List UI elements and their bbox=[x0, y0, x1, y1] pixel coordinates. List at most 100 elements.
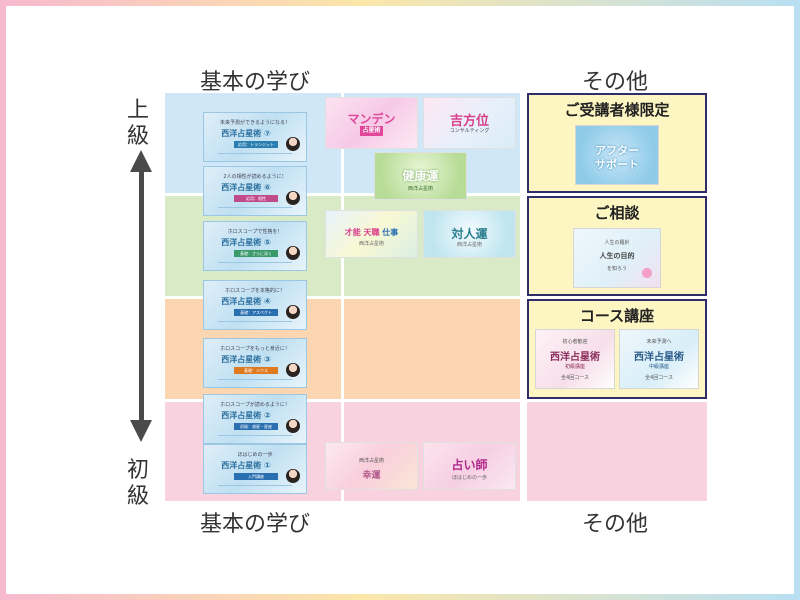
consult-box: ご相談 人生の羅針 人生の目的 を知ろう bbox=[527, 196, 707, 296]
instructor-avatar bbox=[286, 363, 300, 377]
thumb-koun[interactable]: 西洋占星術 幸運 bbox=[325, 442, 418, 490]
lesson-card-badge: 初級：惑星・星座 bbox=[234, 423, 278, 430]
lesson-card-title: 西洋占星術 ④ bbox=[221, 297, 271, 306]
lesson-card-badge: 基礎：さらに深く bbox=[234, 250, 278, 257]
thumb-sainou-word-1: 才能 bbox=[344, 228, 361, 237]
band-beginner-right bbox=[527, 402, 707, 501]
divider bbox=[218, 153, 292, 154]
thumb-kenko-sub: 西洋占星術 bbox=[407, 186, 433, 192]
divider bbox=[218, 321, 292, 322]
course-beginner-foot: 全4回コース bbox=[561, 375, 589, 381]
lesson-card-subtitle: ホロスコープをもっと身近に！ bbox=[220, 346, 290, 352]
after-support-line-2: サポート bbox=[595, 158, 639, 171]
instructor-avatar bbox=[286, 305, 300, 319]
lesson-card-subtitle: ホロスコープが読めるように！ bbox=[220, 402, 290, 408]
lesson-card-title: 西洋占星術 ⑥ bbox=[221, 183, 271, 192]
thumb-kenko[interactable]: 健康運 西洋占星術 bbox=[374, 152, 467, 200]
thumb-mundane-badge: 占星術 bbox=[360, 126, 383, 136]
thumb-uranaishi-title: 占い師 bbox=[451, 458, 488, 472]
consult-thumb[interactable]: 人生の羅針 人生の目的 を知ろう bbox=[573, 228, 661, 288]
limited-box: ご受講者様限定 アフター サポート bbox=[527, 93, 707, 193]
thumb-sainou[interactable]: 才能 天職 仕事 西洋占星術 bbox=[325, 210, 418, 258]
header-basic-top: 基本の学び bbox=[199, 70, 310, 95]
divider bbox=[218, 379, 292, 380]
coral-icon bbox=[640, 263, 654, 283]
lesson-card-subtitle: 2人の相性が読めるように！ bbox=[223, 174, 287, 180]
course-intermediate-main: 西洋占星術 bbox=[634, 352, 684, 363]
axis-bottom-char-1: 初 bbox=[127, 458, 150, 483]
lesson-card-subtitle: ホロスコープを本格的に！ bbox=[225, 288, 285, 294]
course-title: コース講座 bbox=[579, 307, 655, 325]
axis-top-char-2: 級 bbox=[127, 124, 150, 149]
course-beginner-sub: 初心者歓迎 bbox=[562, 339, 588, 345]
lesson-card-badge: 入門講座 bbox=[234, 473, 278, 480]
course-intermediate-detail: 中級講座 bbox=[648, 364, 669, 370]
thumb-taijin-sub: 西洋占星術 bbox=[456, 242, 482, 248]
thumb-mundane[interactable]: マンデン 占星術 bbox=[325, 97, 418, 149]
thumb-mundane-title: マンデン bbox=[347, 112, 396, 126]
lesson-card-badge: 応用：相性 bbox=[234, 195, 278, 202]
course-beginner-thumb[interactable]: 初心者歓迎 西洋占星術 初級講座 全4回コース bbox=[535, 329, 615, 389]
divider bbox=[218, 485, 292, 486]
lesson-card-subtitle: 未来予測ができるようになる！ bbox=[220, 120, 290, 126]
limited-title: ご受講者様限定 bbox=[564, 101, 670, 119]
course-intermediate-thumb[interactable]: 未来予測へ 西洋占星術 中級講座 全4回コース bbox=[619, 329, 699, 389]
thumb-kenko-title: 健康運 bbox=[402, 169, 439, 183]
course-beginner-detail: 初級講座 bbox=[564, 364, 585, 370]
instructor-avatar bbox=[286, 246, 300, 260]
divider bbox=[218, 262, 292, 263]
divider bbox=[218, 435, 292, 436]
lesson-card-title: 西洋占星術 ① bbox=[221, 461, 271, 470]
instructor-avatar bbox=[286, 469, 300, 483]
lesson-card-6[interactable]: 2人の相性が読めるように！ 西洋占星術 ⑥ 応用：相性 bbox=[203, 166, 307, 216]
consult-title: ご相談 bbox=[594, 204, 640, 222]
thumb-sainou-word-3: 仕事 bbox=[382, 228, 399, 237]
lesson-card-1[interactable]: ほはじめの一歩 西洋占星術 ① 入門講座 bbox=[203, 444, 307, 494]
lesson-card-title: 西洋占星術 ③ bbox=[221, 355, 271, 364]
header-other-bottom: その他 bbox=[581, 512, 648, 537]
consult-line-3: を知ろう bbox=[606, 266, 627, 272]
after-support-line-1: アフター bbox=[595, 144, 639, 157]
lesson-card-7[interactable]: 未来予測ができるようになる！ 西洋占星術 ⑦ 応用：トランジット bbox=[203, 112, 307, 162]
lesson-card-4[interactable]: ホロスコープを本格的に！ 西洋占星術 ④ 基礎：アスペクト bbox=[203, 280, 307, 330]
consult-line-2: 人生の目的 bbox=[599, 252, 635, 260]
course-intermediate-sub: 未来予測へ bbox=[646, 339, 672, 345]
course-intermediate-foot: 全4回コース bbox=[645, 375, 673, 381]
lesson-card-badge: 基礎：ハウス bbox=[234, 367, 278, 374]
thumb-koun-title: 幸運 bbox=[362, 471, 381, 481]
course-box: コース講座 初心者歓迎 西洋占星術 初級講座 全4回コース 未来予測へ 西洋占星… bbox=[527, 299, 707, 399]
instructor-avatar bbox=[286, 191, 300, 205]
thumb-kihou-title: 吉方位 bbox=[449, 114, 489, 129]
thumb-uranaishi-sub: ほはじめの一歩 bbox=[451, 475, 487, 481]
lesson-card-5[interactable]: ホロスコープで性格を！ 西洋占星術 ⑤ 基礎：さらに深く bbox=[203, 221, 307, 271]
instructor-avatar bbox=[286, 419, 300, 433]
instructor-avatar bbox=[286, 137, 300, 151]
lesson-card-3[interactable]: ホロスコープをもっと身近に！ 西洋占星術 ③ 基礎：ハウス bbox=[203, 338, 307, 388]
lesson-card-badge: 応用：トランジット bbox=[234, 141, 278, 148]
thumb-sainou-line: 才能 天職 仕事 bbox=[326, 227, 417, 238]
lesson-card-subtitle: ほはじめの一歩 bbox=[237, 452, 273, 458]
thumb-kihou[interactable]: 吉方位 コンサルティング bbox=[423, 97, 516, 149]
lesson-card-title: 西洋占星術 ② bbox=[221, 411, 271, 420]
consult-line-1: 人生の羅針 bbox=[604, 240, 630, 246]
header-basic-bottom: 基本の学び bbox=[199, 512, 310, 537]
lesson-card-2[interactable]: ホロスコープが読めるように！ 西洋占星術 ② 初級：惑星・星座 bbox=[203, 394, 307, 444]
course-beginner-main: 西洋占星術 bbox=[550, 352, 600, 363]
after-support-thumb[interactable]: アフター サポート bbox=[575, 125, 659, 185]
header-other-top: その他 bbox=[581, 70, 648, 95]
lesson-card-subtitle: ホロスコープで性格を！ bbox=[227, 229, 283, 235]
thumb-sainou-word-2: 天職 bbox=[363, 228, 380, 237]
lesson-card-badge: 基礎：アスペクト bbox=[234, 309, 278, 316]
thumb-taijin[interactable]: 対人運 西洋占星術 bbox=[423, 210, 516, 258]
thumb-koun-sub: 西洋占星術 bbox=[358, 458, 384, 464]
axis-top-char-1: 上 bbox=[127, 98, 150, 123]
thumb-taijin-title: 対人運 bbox=[451, 227, 488, 241]
lesson-card-title: 西洋占星術 ⑦ bbox=[221, 129, 271, 138]
axis-bottom-char-2: 級 bbox=[127, 484, 150, 509]
thumb-kihou-sub: コンサルティング bbox=[449, 128, 490, 134]
divider bbox=[218, 207, 292, 208]
thumb-uranaishi[interactable]: 占い師 ほはじめの一歩 bbox=[423, 442, 516, 490]
lesson-card-title: 西洋占星術 ⑤ bbox=[221, 238, 271, 247]
arrow-down-icon bbox=[130, 420, 152, 442]
thumb-sainou-foot: 西洋占星術 bbox=[358, 241, 384, 247]
